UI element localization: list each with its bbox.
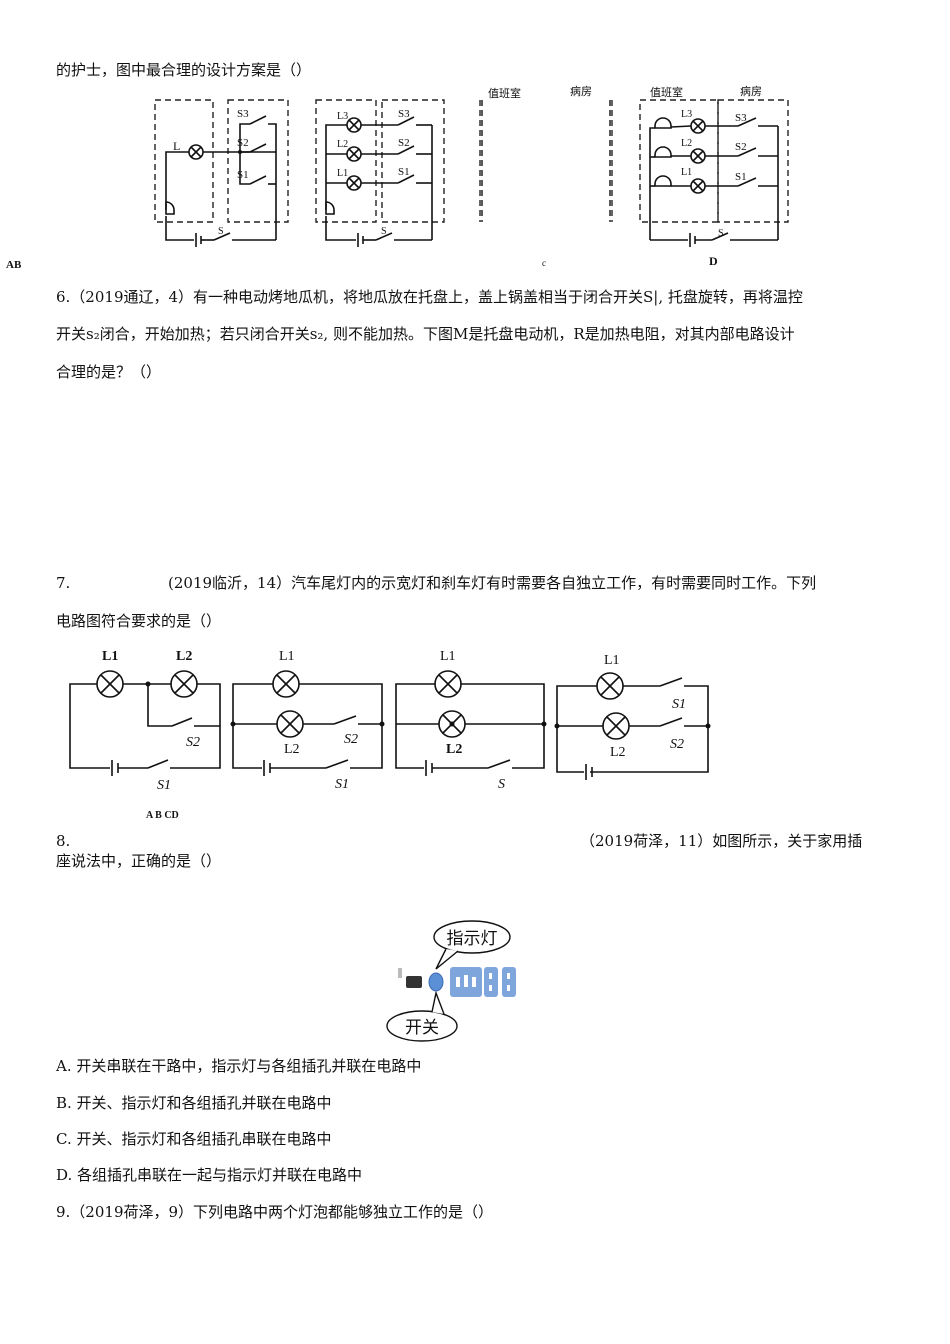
svg-text:S1: S1 [157,778,171,793]
svg-text:L1: L1 [604,653,620,668]
q5-circuit-c: 值班室 病房 [479,84,613,222]
q7-circuit-b: L1 L2 S2 S1 [230,649,385,792]
q8-option-c: C. 开关、指示灯和各组插孔串联在电路中 [56,1130,332,1148]
q5-label-d: D [709,254,718,268]
svg-text:S2: S2 [670,737,684,752]
bubble-switch: 开关 [405,1018,439,1038]
indicator-lamp-icon [428,972,444,992]
socket-icon [502,967,516,997]
svg-text:值班室: 值班室 [650,85,683,99]
q5a-s3: S3 [237,108,249,120]
q5a-switch-main: S [218,226,224,237]
svg-text:L1: L1 [337,168,348,179]
svg-text:S1: S1 [335,777,349,792]
q5-circuit-a: S3 S2 S1 L S [154,99,289,247]
q8-line2: 座说法中，正确的是（） [56,852,222,870]
q8-option-d: D. 各组插孔串联在一起与指示灯并联在电路中 [56,1166,363,1184]
q8-line1: （2019荷泽，11）如图所示，关于家用插 [580,832,863,850]
q7-figure: L1 L2 S2 S1 L1 L2 S2 S1 L1 [69,649,711,821]
q7-fig-label: A B CD [146,810,179,821]
svg-text:L2: L2 [681,138,692,149]
q5-label-ab: AB [6,259,22,271]
q5-intro: 的护士，图中最合理的设计方案是（） [56,61,312,79]
svg-text:L2: L2 [337,139,348,150]
q5-figure: S3 S2 S1 L S L3 L2 L1 S3 [6,84,789,271]
svg-text:L2: L2 [176,649,192,664]
svg-text:L2: L2 [446,742,462,757]
q6-line3: 合理的是？（） [56,363,162,381]
q7-line1: (2019临沂，14）汽车尾灯内的示宽灯和刹车灯有时需要各自独立工作，有时需要同… [168,574,817,592]
svg-text:S1: S1 [672,697,686,712]
svg-text:S2: S2 [344,732,358,747]
strip-end [398,968,402,978]
q7-circuit-d: L1 S1 S2 L2 [554,653,711,780]
svg-text:L3: L3 [681,109,692,120]
svg-text:S2: S2 [186,735,200,750]
svg-text:S3: S3 [398,108,410,120]
q5-label-c: c [542,258,546,268]
svg-text:S3: S3 [735,112,747,124]
svg-text:L1: L1 [681,167,692,178]
q5-circuit-d: 值班室 病房 L3 L2 L1 S3 S2 S1 S [639,84,789,247]
svg-text:L2: L2 [284,742,300,757]
svg-text:L1: L1 [279,649,295,664]
svg-text:S: S [381,226,387,237]
svg-text:S2: S2 [398,137,410,149]
svg-text:病房: 病房 [570,84,592,98]
socket-icon [484,967,498,997]
q8-number: 8. [56,832,71,850]
q6-line2: 开关s₂闭合，开始加热；若只闭合开关s₂, 则不能加热。下图M是托盘电动机，R是… [56,325,795,343]
q7-circuit-a: L1 L2 S2 S1 [69,649,221,793]
q5-circuit-b: L3 L2 L1 S3 S2 S1 S [315,99,445,247]
q7-circuit-c: L1 L2 S [395,649,547,792]
q5a-lamp-label: L [173,139,180,153]
switch-icon [406,976,422,988]
bubble-indicator: 指示灯 [447,929,498,949]
q5a-s2: S2 [237,137,249,149]
svg-text:L1: L1 [102,649,118,664]
q7-line2: 电路图符合要求的是（） [56,612,222,630]
q8-socket-figure: 指示灯 开关 [386,920,516,1042]
q9-line1: 9.（2019荷泽，9）下列电路中两个灯泡都能够独立工作的是（） [56,1203,494,1221]
svg-text:L3: L3 [337,111,348,122]
q8-option-a: A. 开关串联在干路中，指示灯与各组插孔并联在电路中 [56,1057,422,1075]
svg-text:L1: L1 [440,649,456,664]
svg-text:S: S [498,777,505,792]
q6-line1: 6.（2019通辽，4）有一种电动烤地瓜机，将地瓜放在托盘上，盖上锅盖相当于闭合… [56,288,803,306]
svg-text:S: S [718,228,724,239]
q8-option-b: B. 开关、指示灯和各组插孔并联在电路中 [56,1094,332,1112]
q5a-s1: S1 [237,169,249,181]
svg-text:S2: S2 [735,141,747,153]
svg-text:L2: L2 [610,745,626,760]
svg-text:S1: S1 [735,171,747,183]
svg-text:S1: S1 [398,166,410,178]
q7-number: 7. [56,574,71,592]
svg-text:病房: 病房 [740,84,762,98]
svg-text:值班室: 值班室 [488,86,521,100]
